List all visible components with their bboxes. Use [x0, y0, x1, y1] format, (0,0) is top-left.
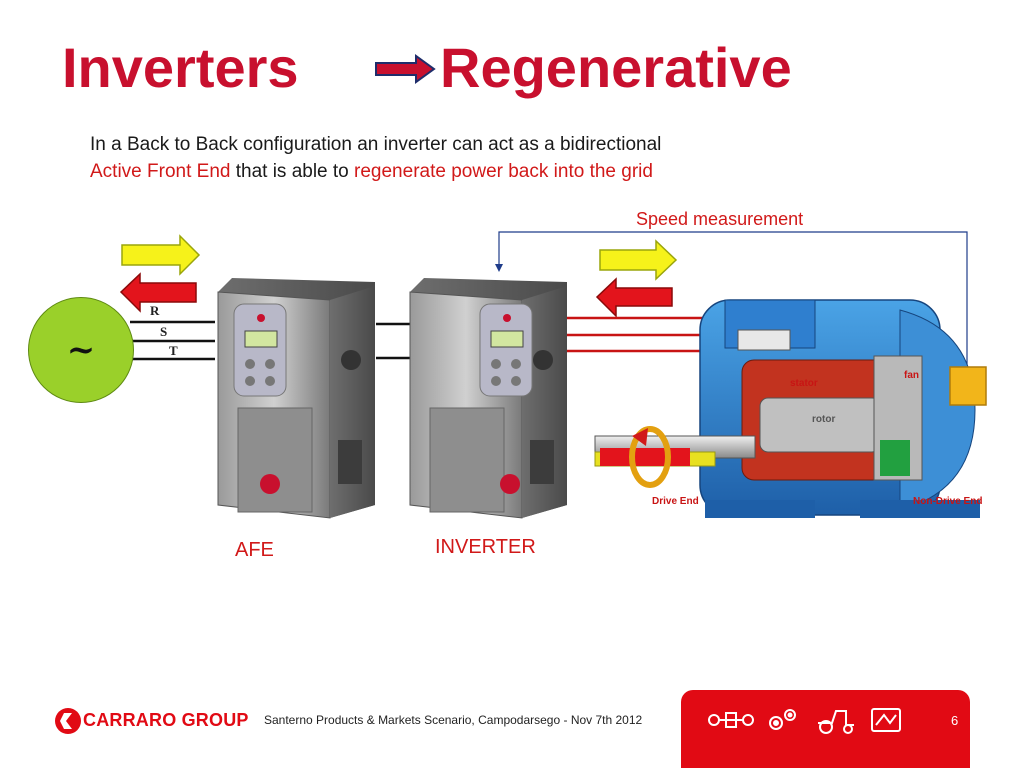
footer-caption: Santerno Products & Markets Scenario, Ca… [264, 713, 643, 727]
forward-flow-arrow-left [121, 234, 201, 276]
reverse-flow-arrow-right [595, 277, 673, 318]
ac-grid-source: ~ [28, 297, 134, 403]
non-drive-end-label: Non-Drive End [913, 496, 982, 507]
footer-red-panel [681, 690, 970, 768]
circuit-icon [871, 708, 901, 732]
phase-label-r: R [150, 303, 160, 318]
forward-flow-arrow-right [599, 239, 678, 281]
slide-title-regenerative: Regenerative [440, 36, 792, 99]
intro-line-2: Active Front End that is able to regener… [90, 159, 653, 185]
title-arrow-icon [375, 54, 436, 84]
phase-label-s: S [160, 324, 168, 339]
tractor-icon [818, 710, 854, 734]
carraro-group-logo-text: CARRARO GROUP [83, 710, 249, 730]
intro-mid-text: that is able to [230, 161, 355, 182]
motor-part-labels: stator rotor fan Drive End Non-Drive End [652, 370, 982, 507]
page-number: 6 [951, 713, 959, 728]
gears-icon [769, 709, 796, 730]
rotation-direction-icon [629, 426, 671, 488]
reverse-flow-arrow-left [119, 272, 197, 313]
drive-end-label: Drive End [652, 496, 699, 507]
axle-icon [708, 712, 754, 728]
speed-measurement-label: Speed measurement [636, 209, 804, 229]
stator-label: stator [790, 378, 818, 389]
afe-label: AFE [235, 539, 274, 561]
speed-encoder [949, 366, 987, 406]
afe-drive-cabinet [217, 278, 375, 519]
electric-motor-cutaway [699, 299, 980, 518]
rotor-label: rotor [812, 414, 835, 425]
inverter-label: INVERTER [435, 536, 536, 558]
phase-label-t: T [169, 343, 178, 358]
inverter-drive-cabinet [409, 278, 567, 519]
intro-highlight-afe: Active Front End [90, 161, 231, 182]
fan-label: fan [904, 370, 919, 381]
intro-highlight-regenerate: regenerate power back into the grid [354, 161, 653, 182]
intro-line-1: In a Back to Back configuration an inver… [90, 134, 662, 155]
footer-icon-strip [708, 708, 901, 734]
slide-title-inverters: Inverters [62, 36, 299, 99]
carraro-logo-icon [55, 708, 81, 734]
